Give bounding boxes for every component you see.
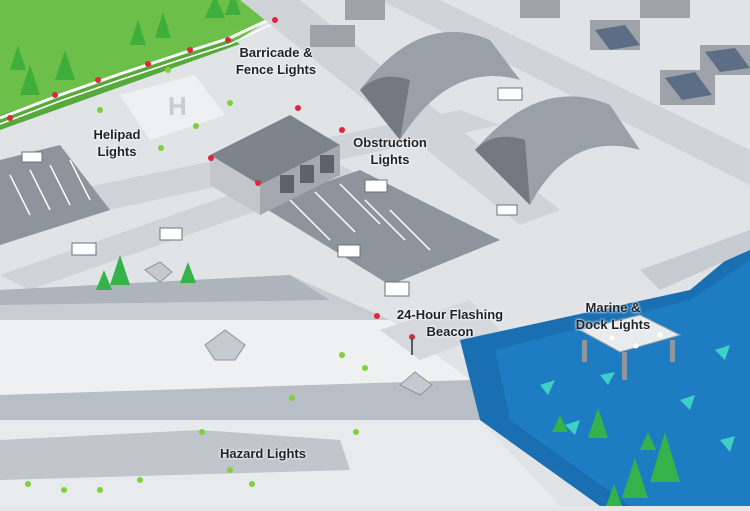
label-obstruction-lights: Obstruction Lights xyxy=(353,135,427,167)
helipad-h-mark: H xyxy=(168,91,187,121)
label-marine-dock-lights: Marine & Dock Lights xyxy=(575,300,651,332)
water xyxy=(460,240,750,506)
label-helipad-lights: Helipad Lights xyxy=(93,127,141,159)
helipad-pad xyxy=(120,75,225,140)
fence-rail xyxy=(0,10,301,125)
grass-edge xyxy=(0,38,240,130)
rocks xyxy=(144,261,433,396)
shore-cliff xyxy=(640,230,750,290)
central-building xyxy=(210,115,340,215)
vehicles xyxy=(21,87,523,297)
parking-lot-main xyxy=(260,170,500,285)
parking-lines-main xyxy=(289,183,431,251)
label-flashing-beacon: 24-Hour Flashing Beacon xyxy=(396,307,504,339)
hangar-2 xyxy=(475,96,640,205)
solar-panels xyxy=(595,25,750,100)
parking-lines-left xyxy=(9,159,91,216)
hangar-1 xyxy=(360,31,520,141)
parking-lot-left xyxy=(0,145,110,245)
label-barricade-fence-lights: Barricade & Fence Lights xyxy=(235,45,317,77)
label-hazard-lights: Hazard Lights xyxy=(220,446,306,461)
dock xyxy=(578,314,682,380)
grass-trees xyxy=(10,0,241,95)
trees xyxy=(96,255,680,506)
green-lights xyxy=(25,67,368,493)
dock-lights xyxy=(609,332,663,349)
